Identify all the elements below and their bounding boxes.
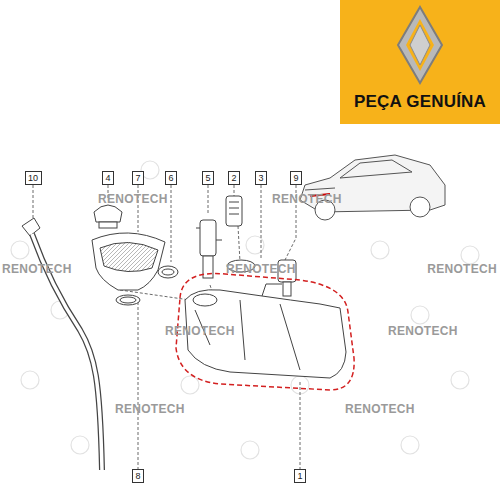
watermark: RENOTECH: [388, 324, 458, 338]
callout-box: 5: [202, 171, 214, 185]
watermark: RENOTECH: [2, 262, 72, 276]
callout-number: 6: [168, 173, 173, 183]
callout-number: 8: [135, 471, 140, 481]
watermark: RENOTECH: [165, 324, 235, 338]
brand-text: PEÇA GENUÍNA: [354, 92, 486, 124]
callout-box: 10: [25, 171, 42, 185]
watermark: RENOTECH: [115, 402, 185, 416]
callout-box: 3: [255, 171, 267, 185]
callout-number: 2: [231, 173, 236, 183]
callout-number: 4: [105, 173, 110, 183]
watermark: RENOTECH: [345, 402, 415, 416]
callout-number: 3: [258, 173, 263, 183]
callout-number: 10: [28, 173, 38, 183]
watermark: RENOTECH: [427, 262, 497, 276]
callout-box: 6: [165, 171, 177, 185]
brand-panel: PEÇA GENUÍNA: [340, 0, 500, 124]
callout-number: 1: [297, 471, 302, 481]
callout-box: 8: [132, 469, 144, 483]
watermark: RENOTECH: [272, 192, 342, 206]
watermark: RENOTECH: [98, 192, 168, 206]
callout-number: 7: [135, 173, 140, 183]
callout-number: 9: [293, 173, 298, 183]
callout-box: 2: [228, 171, 240, 185]
callout-box: 4: [102, 171, 114, 185]
callout-number: 5: [205, 173, 210, 183]
callout-box: 7: [132, 171, 144, 185]
callout-box: 1: [294, 469, 306, 483]
callout-box: 9: [290, 171, 302, 185]
watermark: RENOTECH: [226, 262, 296, 276]
